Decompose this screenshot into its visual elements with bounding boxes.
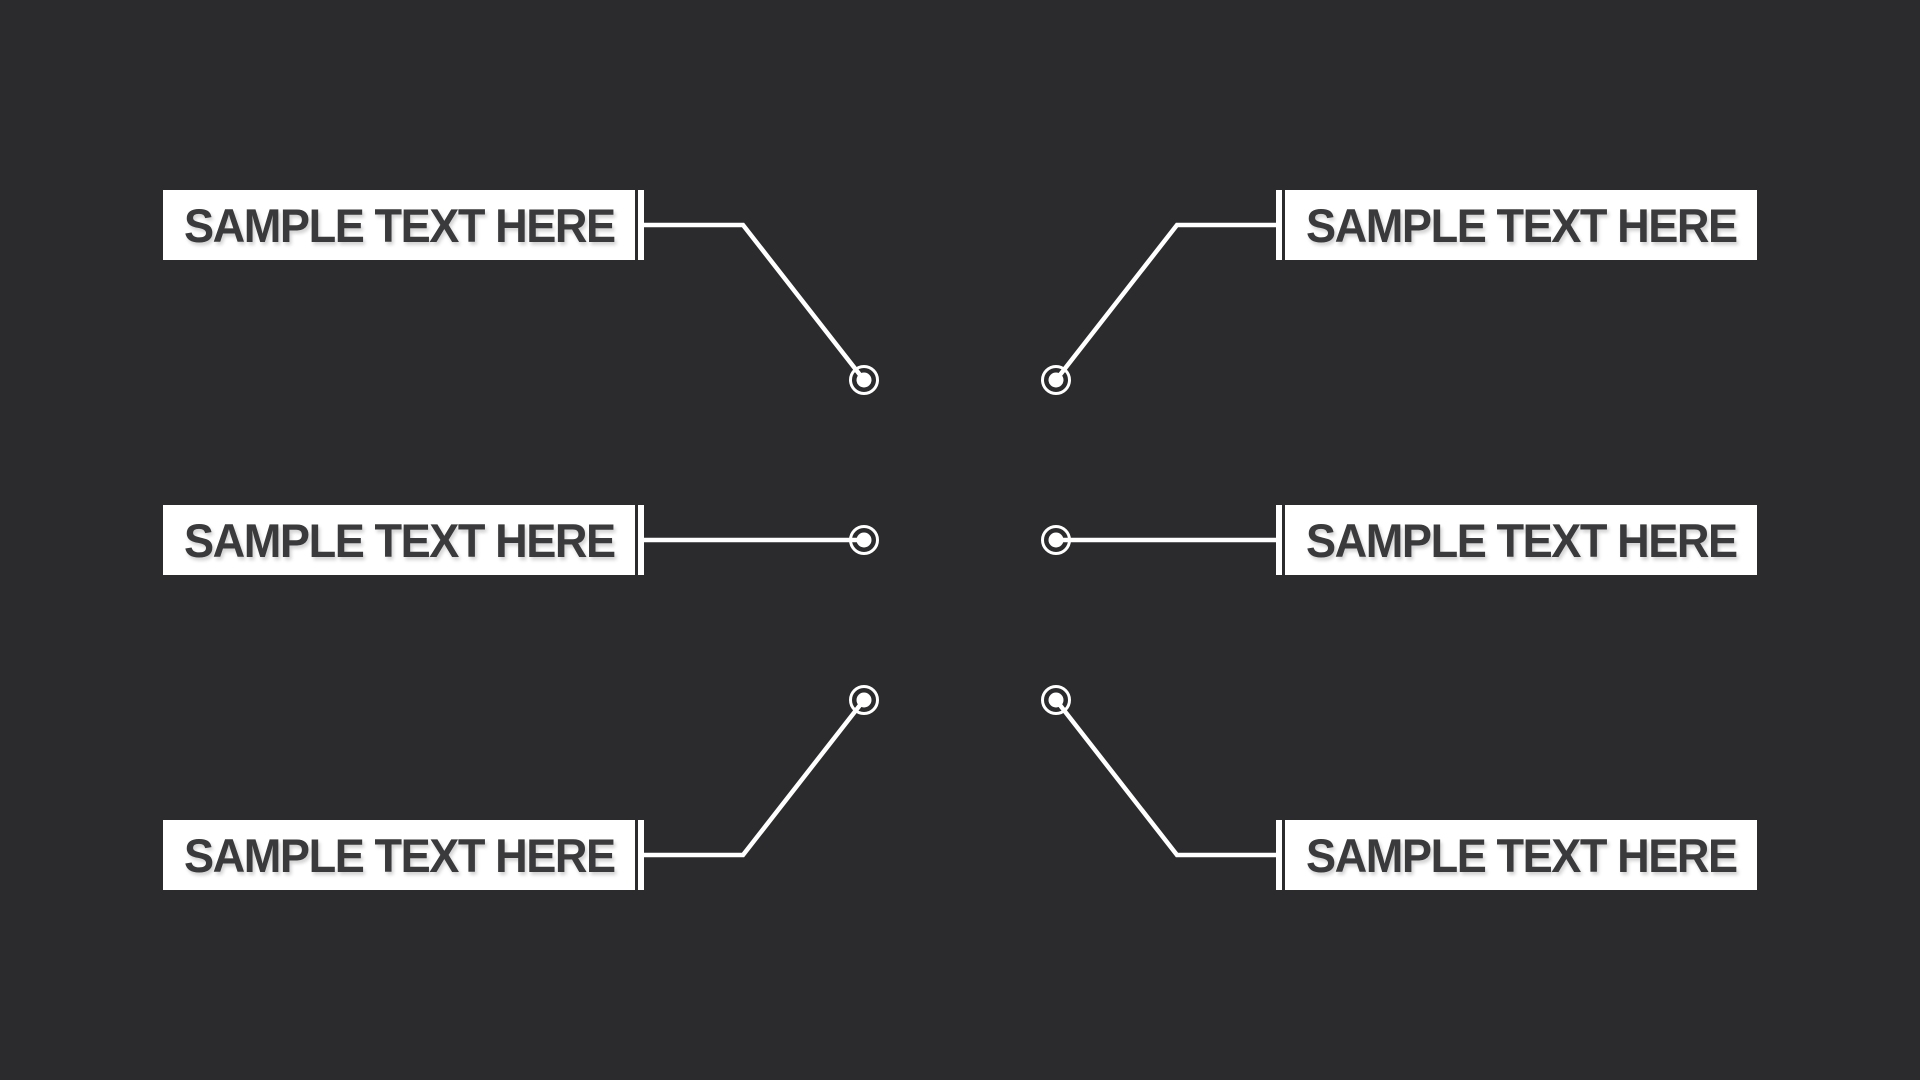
callout-label-box: SAMPLE TEXT HERE [1285, 190, 1757, 260]
leader-line-middle-right [1041, 525, 1276, 555]
callout-label: SAMPLE TEXT HERE [183, 513, 616, 567]
leader-line-path [1054, 698, 1276, 858]
target-dot-icon [1048, 372, 1064, 388]
callout-bottom-right: SAMPLE TEXT HERE [1276, 820, 1757, 890]
callout-middle-left: SAMPLE TEXT HERE [163, 505, 644, 575]
callout-tick [1276, 190, 1282, 260]
target-dot-icon [856, 532, 872, 548]
callout-label-box: SAMPLE TEXT HERE [163, 190, 635, 260]
target-dot-icon [1048, 532, 1064, 548]
target-ring-icon [849, 685, 879, 715]
target-ring-icon [849, 365, 879, 395]
callout-label-box: SAMPLE TEXT HERE [1285, 820, 1757, 890]
target-dot-icon [856, 692, 872, 708]
callout-tick [638, 820, 644, 890]
target-ring-icon [849, 525, 879, 555]
callout-top-right: SAMPLE TEXT HERE [1276, 190, 1757, 260]
callout-top-left: SAMPLE TEXT HERE [163, 190, 644, 260]
callout-label: SAMPLE TEXT HERE [1305, 513, 1738, 567]
leader-line-bottom-left [644, 685, 879, 858]
callout-bottom-left: SAMPLE TEXT HERE [163, 820, 644, 890]
leader-line-top-right [1041, 222, 1276, 395]
callout-tick [638, 190, 644, 260]
callout-tick [1276, 505, 1282, 575]
callout-label-box: SAMPLE TEXT HERE [163, 505, 635, 575]
target-dot-icon [856, 372, 872, 388]
target-ring-icon [1041, 525, 1071, 555]
leader-line-path [1054, 222, 1276, 382]
target-dot-icon [1048, 692, 1064, 708]
callout-tick [1276, 820, 1282, 890]
target-ring-icon [1041, 685, 1071, 715]
callout-tick [638, 505, 644, 575]
callout-middle-right: SAMPLE TEXT HERE [1276, 505, 1757, 575]
callout-label: SAMPLE TEXT HERE [1305, 828, 1738, 882]
leader-line-top-left [644, 222, 879, 395]
leader-line-middle-left [644, 525, 879, 555]
target-ring-icon [1041, 365, 1071, 395]
callout-label: SAMPLE TEXT HERE [183, 828, 616, 882]
callout-label-box: SAMPLE TEXT HERE [163, 820, 635, 890]
callout-label-box: SAMPLE TEXT HERE [1285, 505, 1757, 575]
leader-line-bottom-right [1041, 685, 1276, 858]
leader-line-path [644, 698, 866, 858]
leader-line-path [644, 222, 866, 382]
callout-label: SAMPLE TEXT HERE [183, 198, 616, 252]
callout-label: SAMPLE TEXT HERE [1305, 198, 1738, 252]
